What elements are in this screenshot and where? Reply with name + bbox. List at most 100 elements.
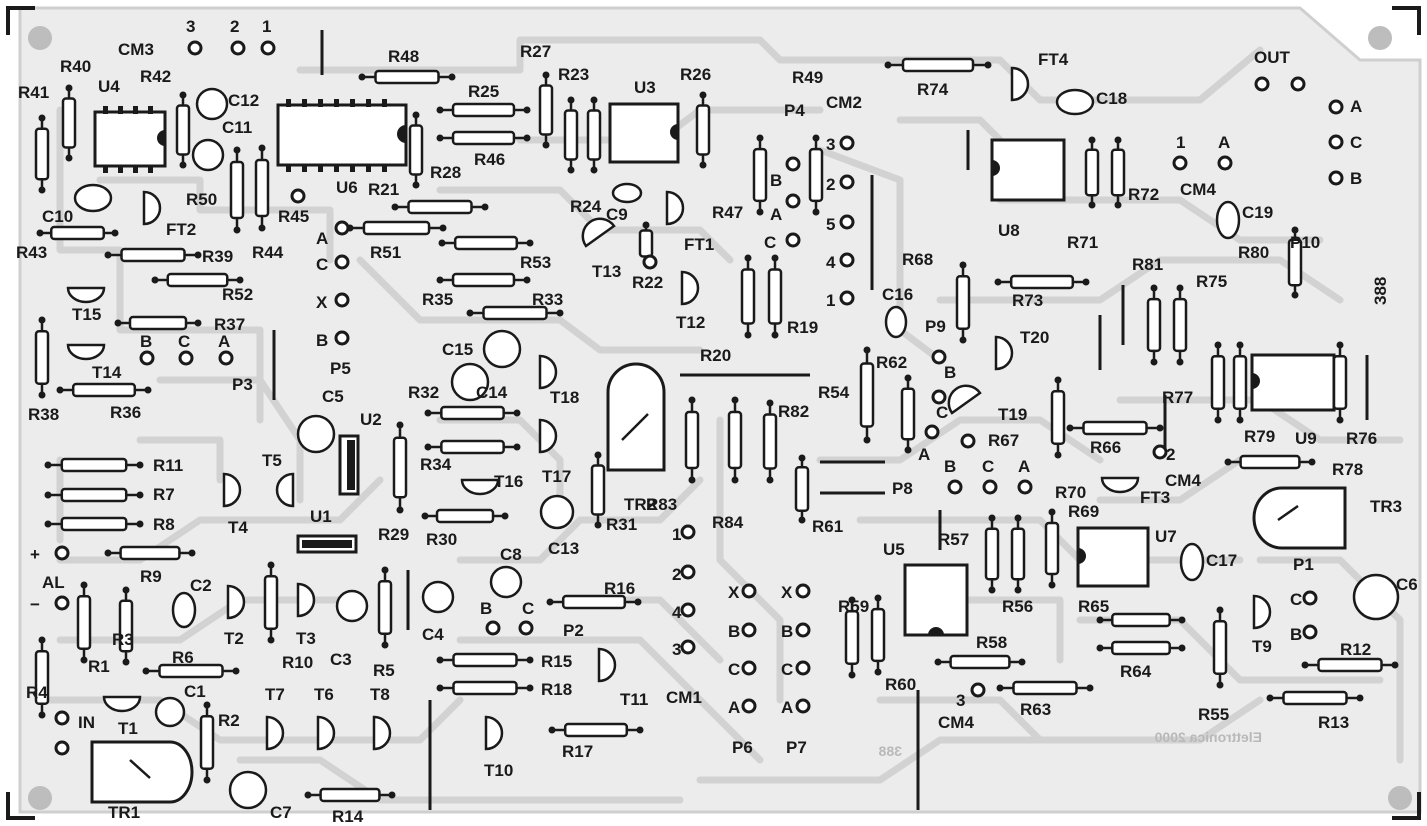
resistor-r31 [590, 451, 606, 529]
resistor-r-r19b [740, 254, 756, 339]
component-label: B [1290, 625, 1302, 644]
resistor-r27 [538, 71, 554, 149]
transistor-t8 [372, 715, 392, 751]
component-label: T6 [314, 685, 334, 704]
component-label: CM4 [938, 713, 974, 732]
resistor-r13 [1266, 690, 1364, 706]
transistor-t14 [66, 343, 106, 361]
component-label: A [316, 229, 328, 248]
component-label: R30 [426, 530, 457, 549]
transistor-ft1 [665, 190, 685, 226]
component-label: R11 [153, 456, 183, 475]
crop-marks [6, 6, 1421, 820]
component-label: R49 [792, 68, 823, 87]
transistor-t1 [102, 695, 142, 713]
component-label: FT2 [166, 220, 196, 239]
resistor-r2 [199, 701, 215, 784]
component-label: R9 [140, 567, 162, 586]
solder-pad [260, 40, 276, 56]
component-label: R41 [18, 83, 49, 102]
component-label: R48 [388, 47, 419, 66]
component-label: AL [42, 573, 65, 592]
transistor-t10 [484, 715, 504, 751]
component-label: R53 [520, 253, 551, 272]
transistor-t7 [265, 715, 285, 751]
component-label: U5 [883, 540, 905, 559]
component-label: 1 [1176, 133, 1185, 152]
solder-pad [518, 620, 534, 636]
solder-pad [1172, 155, 1188, 171]
resistor-r18 [436, 680, 534, 696]
solder-pad [680, 602, 696, 618]
resistor-r29 [392, 421, 408, 514]
solder-pad [680, 564, 696, 580]
component-label: B [316, 331, 328, 350]
resistor-r52 [151, 272, 244, 288]
component-label: R45 [278, 207, 309, 226]
resistor-r60 [870, 594, 886, 676]
solder-pad [187, 40, 203, 56]
component-label: T13 [592, 262, 621, 281]
component-label: OUT [1254, 48, 1291, 67]
capacitor-c2 [171, 591, 197, 629]
ic-u1 [296, 534, 358, 554]
component-label: FT4 [1038, 50, 1069, 69]
component-label: P4 [784, 101, 805, 120]
component-label: A [1350, 97, 1362, 116]
component-label: C2 [190, 576, 212, 595]
component-label: TR2 [624, 495, 656, 514]
resistor-r30 [421, 508, 509, 524]
resistor-r19 [767, 254, 783, 339]
component-label: T14 [92, 363, 122, 382]
trimmer-tr3 [1252, 486, 1347, 550]
component-label: P5 [330, 359, 351, 378]
component-label: R18 [541, 680, 572, 699]
component-label: R55 [1198, 705, 1229, 724]
solder-pad [1328, 99, 1344, 115]
component-label: C [1290, 590, 1302, 609]
component-label: T19 [998, 405, 1027, 424]
resistor-r9 [104, 545, 196, 561]
component-label: T8 [370, 685, 390, 704]
resistor-r23 [563, 96, 579, 174]
solder-pad [680, 639, 696, 655]
resistor-r25 [436, 102, 531, 118]
component-label: 1 [672, 525, 681, 544]
component-label: R16 [604, 579, 635, 598]
transistor-t5 [275, 472, 295, 508]
component-label: U3 [634, 78, 656, 97]
component-label: R2 [218, 711, 240, 730]
resistor-r69 [1044, 508, 1060, 589]
component-label: 2 [826, 175, 835, 194]
mounting-holes [28, 26, 1412, 810]
component-label: 5 [826, 215, 835, 234]
component-label: T12 [676, 313, 705, 332]
resistor-r50 [229, 146, 245, 234]
resistor-r49 [808, 134, 824, 216]
component-label: C [178, 332, 190, 351]
component-label: C12 [228, 91, 259, 110]
component-label: C4 [422, 625, 444, 644]
component-label: 1 [826, 291, 835, 310]
solder-pad [680, 524, 696, 540]
component-label: U8 [998, 221, 1020, 240]
component-label: 2 [672, 565, 681, 584]
component-label: R10 [282, 653, 313, 672]
solder-pad [839, 214, 855, 230]
solder-pad [741, 622, 757, 638]
component-label: B [480, 599, 492, 618]
solder-pad [1152, 444, 1168, 460]
resistor-r66 [1066, 420, 1164, 436]
component-label: C6 [1396, 575, 1418, 594]
trimmer-tr1 [90, 740, 194, 804]
component-label: C15 [442, 340, 473, 359]
component-label: B [781, 622, 793, 641]
resistor-r59 [844, 596, 860, 679]
resistor-r21 [391, 199, 489, 215]
resistor-r79 [1232, 341, 1248, 424]
resistor-r34 [424, 439, 521, 455]
transistor-t9 [1252, 594, 1272, 630]
capacitor-c13 [539, 494, 575, 530]
component-label: A [770, 205, 782, 224]
